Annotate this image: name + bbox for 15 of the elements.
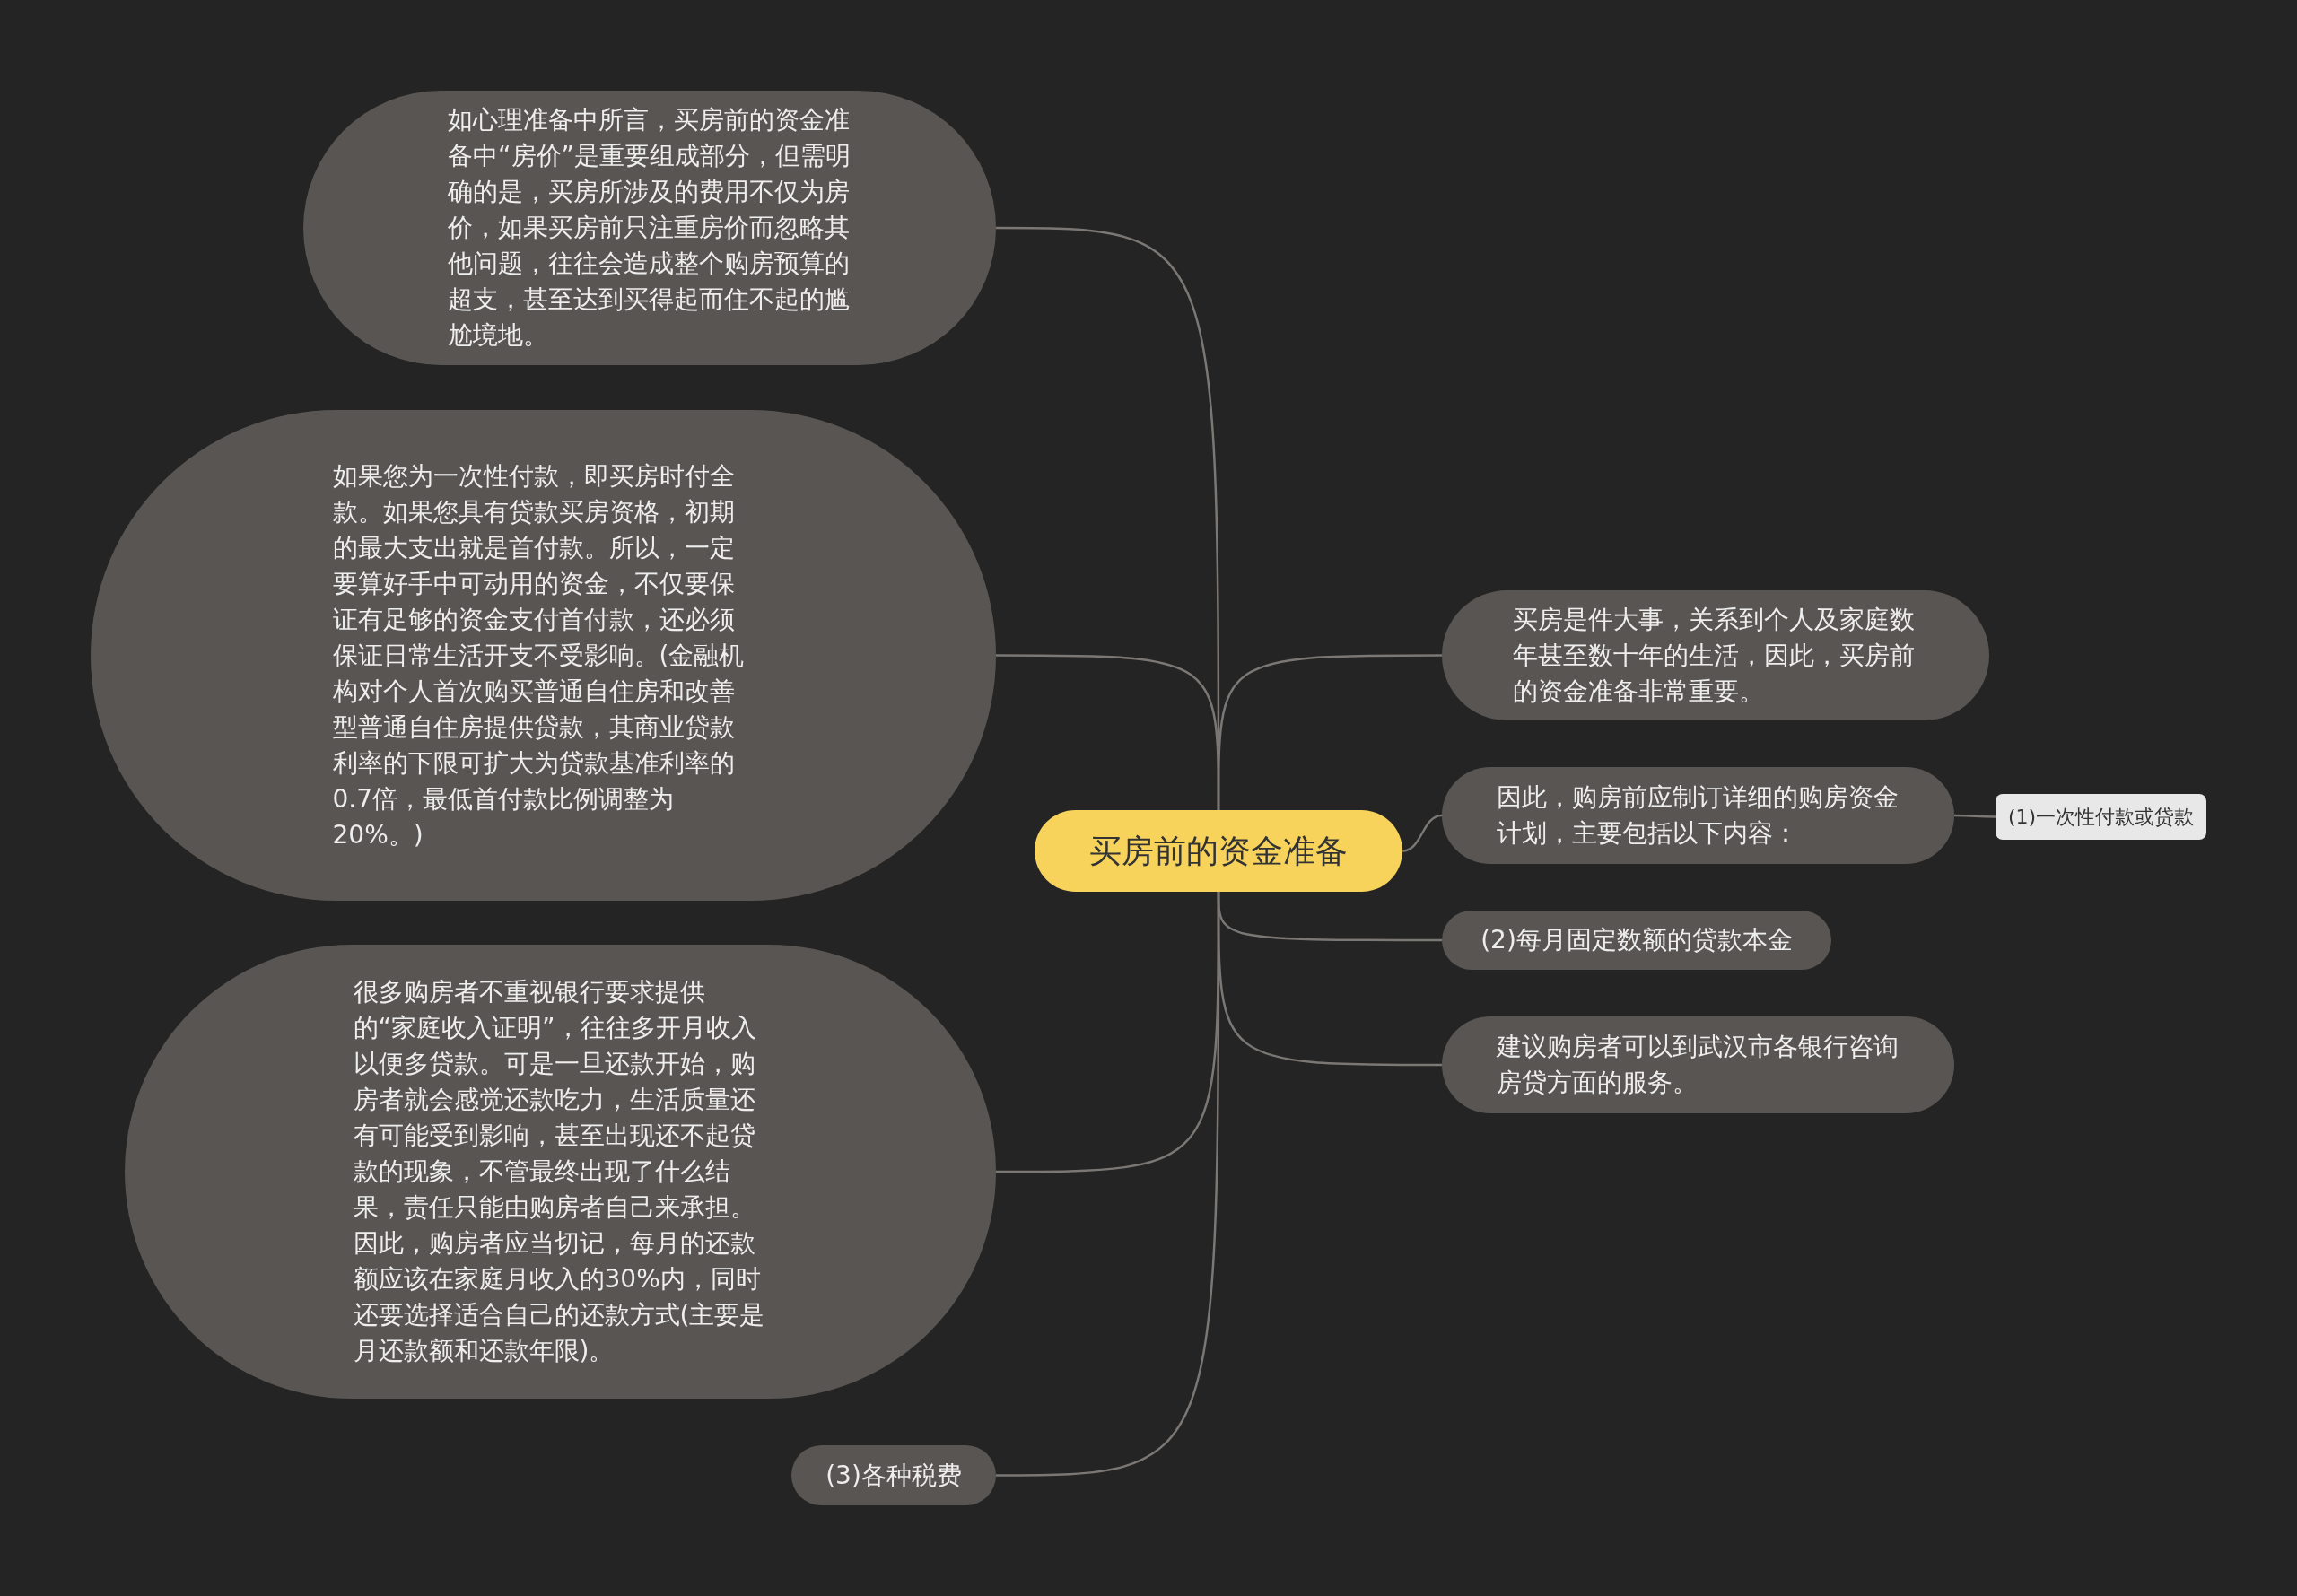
- connector-line: [1217, 892, 1442, 1067]
- tag-box: [1996, 794, 2206, 840]
- node-text: 很多购房者不重视银行要求提供的“家庭收入证明”，往往多开月收入以便多贷款。可是一旦还款开始，购房者就会感觉还款吃力，生活质量还有可能受到影响，甚至出现还不起贷款的现象，不管最终出现了什么结果，责任只能由购房者自己来承担。因此，购房者应当切记，每月的还款额应该在家庭月收入的30%内，同时还要选择适合自己的还款方式(主要是月还款额和还款年限)。: [353, 976, 766, 1367]
- node-text: 建议购房者可以到武汉市各银行咨询房贷方面的服务。: [1496, 1031, 1900, 1099]
- node-text: 如心理准备中所言，买房前的资金准备中“房价”是重要组成部分，但需明确的是，买房所涉及的费用不仅为房价，如果买房前只注重房价而忽略其他问题，往往会造成整个购房预算的超支，甚至达到买得起而住不起的尴尬境地。: [448, 104, 852, 352]
- node-text: (3)各种税费: [825, 1459, 962, 1492]
- connector-line: [1954, 814, 1996, 818]
- connector-line: [1217, 654, 1442, 810]
- node-text: 买房是件大事，关系到个人及家庭数年甚至数十年的生活，因此，买房前的资金准备非常重要。: [1513, 603, 1916, 708]
- node-text: 因此，购房前应制订详细的购房资金计划，主要包括以下内容：: [1496, 781, 1900, 850]
- node-text: 买房前的资金准备: [1089, 832, 1348, 871]
- node-text: 如果您为一次性付款，即买房时付全款。如果您具有贷款买房资格，初期的最大支出就是首付款。所以，一定要算好手中可动用的资金，不仅要保证有足够的资金支付首付款，还必须保证日常生活开支不受影响。(金融机构对个人首次购买普通自住房和改善型普通自住房提供贷款，其商业贷款利率的下限可扩大为贷款基准利率的0.7倍，最低首付款比例调整为20%。): [332, 459, 746, 851]
- node-text: (1)一次性付款或贷款: [2007, 805, 2195, 830]
- node-text: (2)每月固定数额的贷款本金: [1480, 924, 1793, 956]
- connector-line: [1402, 814, 1443, 852]
